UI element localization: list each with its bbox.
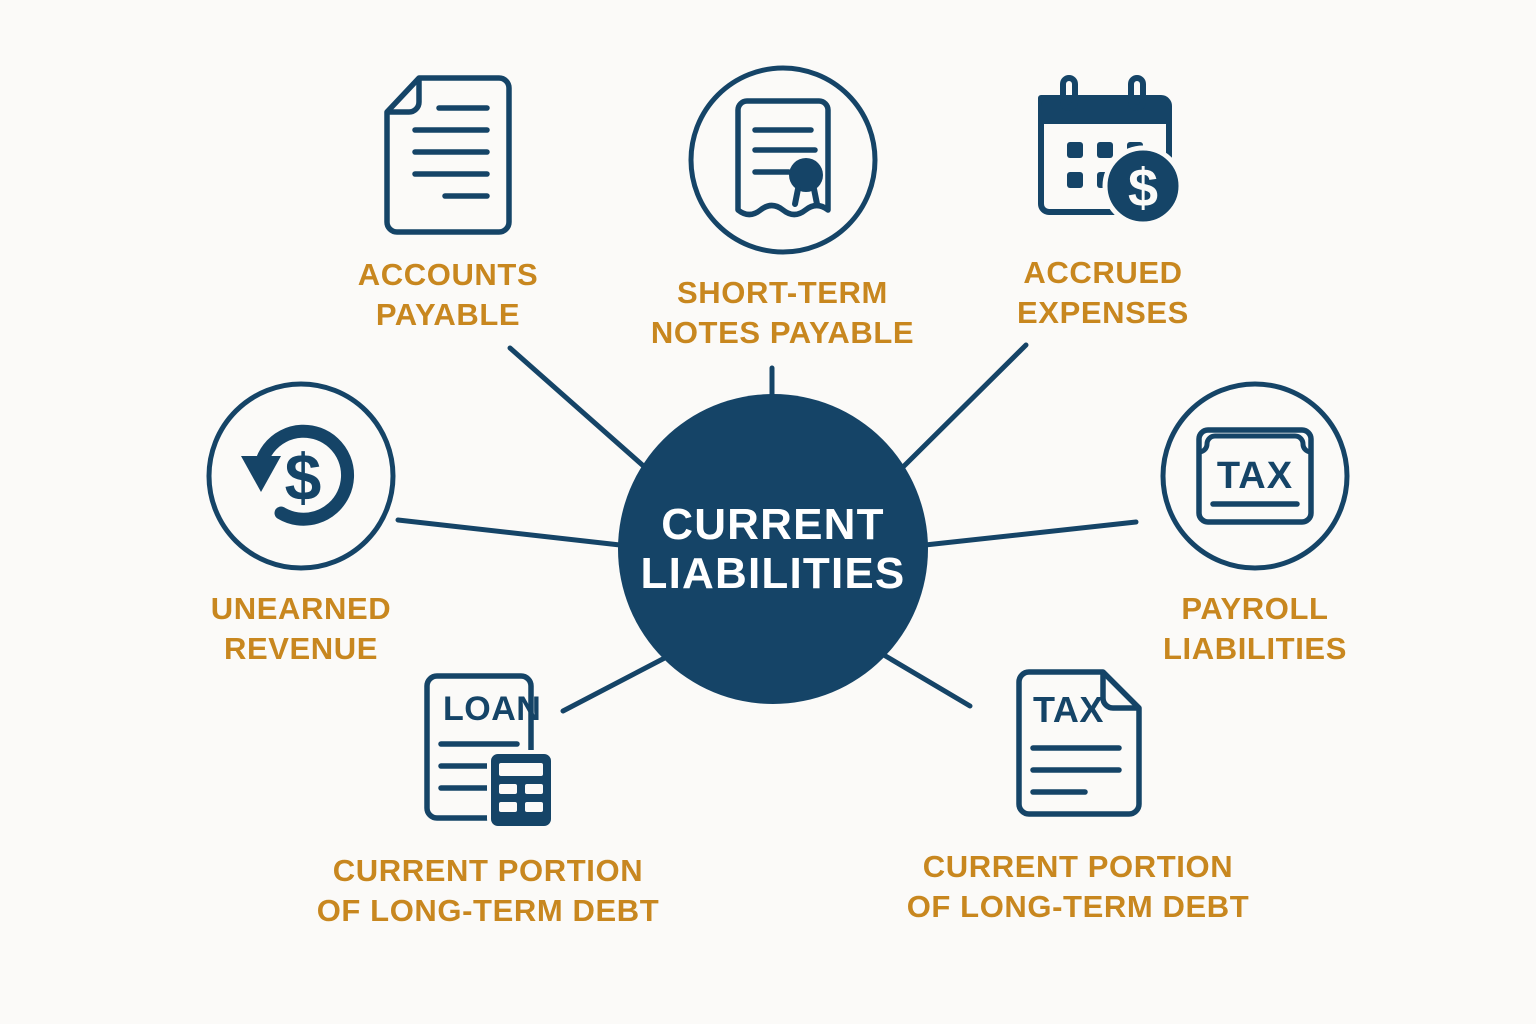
- node-label-payroll-liabilities: PAYROLL LIABILITIES: [1163, 591, 1347, 666]
- node-current-portion-long-term-debt-right[interactable]: TAX CURRENT PORTION OF LONG-TERM DEBT: [888, 660, 1268, 926]
- document-lines-icon: [373, 70, 523, 245]
- hub-label: CURRENT LIABILITIES: [640, 499, 906, 598]
- node-label-short-term-notes-payable: SHORT-TERM NOTES PAYABLE: [650, 275, 915, 350]
- svg-text:TAX: TAX: [1033, 689, 1104, 730]
- svg-text:$: $: [285, 440, 322, 514]
- certificate-seal-circle-icon: [685, 62, 881, 263]
- calendar-dollar-icon: $: [1023, 68, 1184, 243]
- node-label-cpltd-left: CURRENT PORTION OF LONG-TERM DEBT: [316, 853, 660, 928]
- loan-document-calculator-icon: LOAN: [413, 664, 563, 841]
- connector-cpltd-left: [560, 647, 683, 714]
- hub-current-liabilities[interactable]: CURRENT LIABILITIES: [618, 394, 928, 704]
- tax-document-icon: TAX: [1003, 660, 1153, 837]
- svg-text:LOAN: LOAN: [443, 690, 541, 728]
- svg-text:TAX: TAX: [1217, 455, 1293, 497]
- node-label-cpltd-right: CURRENT PORTION OF LONG-TERM DEBT: [906, 849, 1250, 924]
- node-label-accounts-payable: ACCOUNTS PAYABLE: [357, 257, 539, 332]
- node-accounts-payable[interactable]: ACCOUNTS PAYABLE: [333, 70, 563, 334]
- node-accrued-expenses[interactable]: $ ACCRUED EXPENSES: [988, 68, 1218, 332]
- node-current-portion-long-term-debt-left[interactable]: LOAN CURRENT PORTION OF LONG-TERM DEBT: [298, 664, 678, 930]
- connector-payroll-liabilities: [922, 519, 1139, 548]
- node-short-term-notes-payable[interactable]: SHORT-TERM NOTES PAYABLE: [630, 62, 935, 352]
- tax-folder-circle-icon: TAX: [1157, 378, 1353, 579]
- refund-dollar-circle-icon: $: [203, 378, 399, 579]
- connector-accrued-expenses: [897, 342, 1029, 473]
- connector-cpltd-right: [869, 645, 973, 709]
- node-payroll-liabilities[interactable]: TAX PAYROLL LIABILITIES: [1140, 378, 1370, 668]
- node-label-accrued-expenses: ACCRUED EXPENSES: [1017, 255, 1189, 330]
- connector-accounts-payable: [507, 345, 651, 473]
- node-label-unearned-revenue: UNEARNED REVENUE: [210, 591, 392, 666]
- node-unearned-revenue[interactable]: $ UNEARNED REVENUE: [186, 378, 416, 668]
- svg-text:$: $: [1128, 158, 1158, 218]
- connector-unearned-revenue: [395, 517, 623, 548]
